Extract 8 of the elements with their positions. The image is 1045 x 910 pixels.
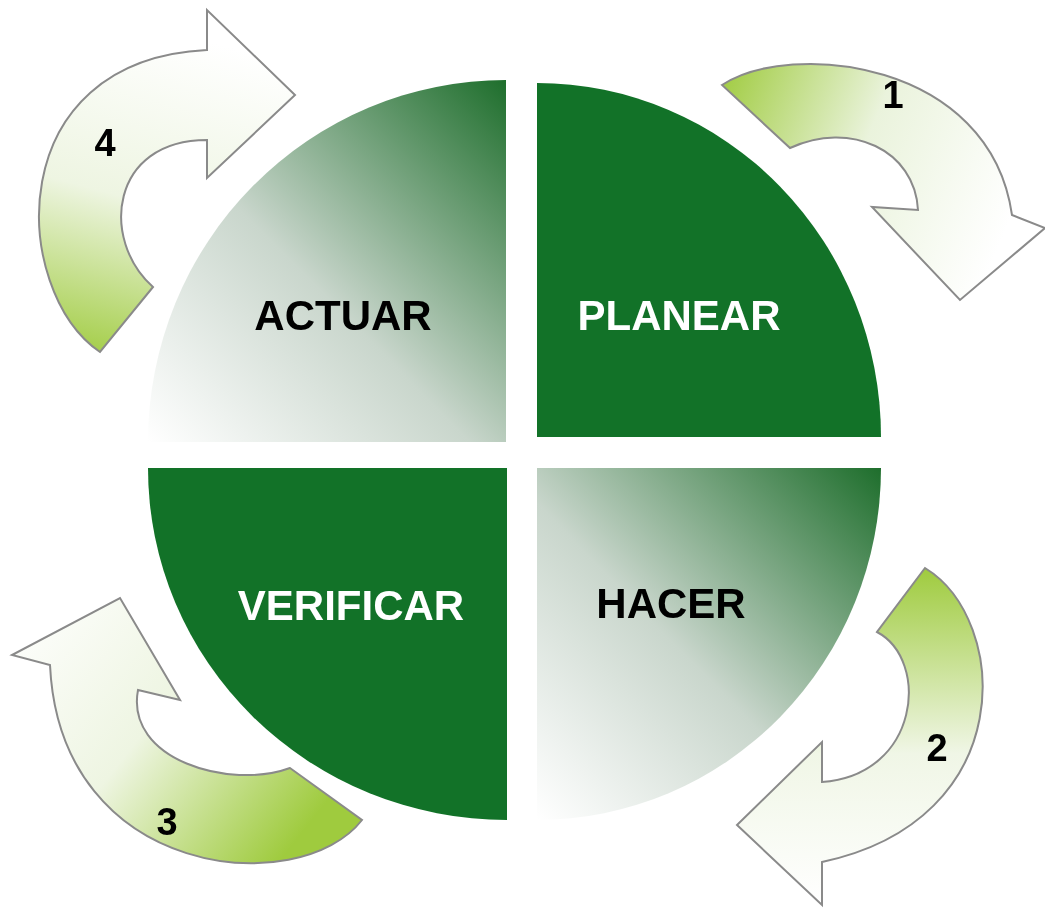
step-number: 2	[926, 726, 948, 770]
step-number: 4	[94, 121, 116, 165]
step-number: 1	[882, 73, 904, 117]
phase-label: VERIFICAR	[237, 582, 465, 630]
phase-label: ACTUAR	[254, 292, 432, 340]
phase-label: PLANEAR	[577, 292, 781, 340]
phase-label: HACER	[596, 580, 746, 628]
step-number: 3	[156, 800, 178, 844]
